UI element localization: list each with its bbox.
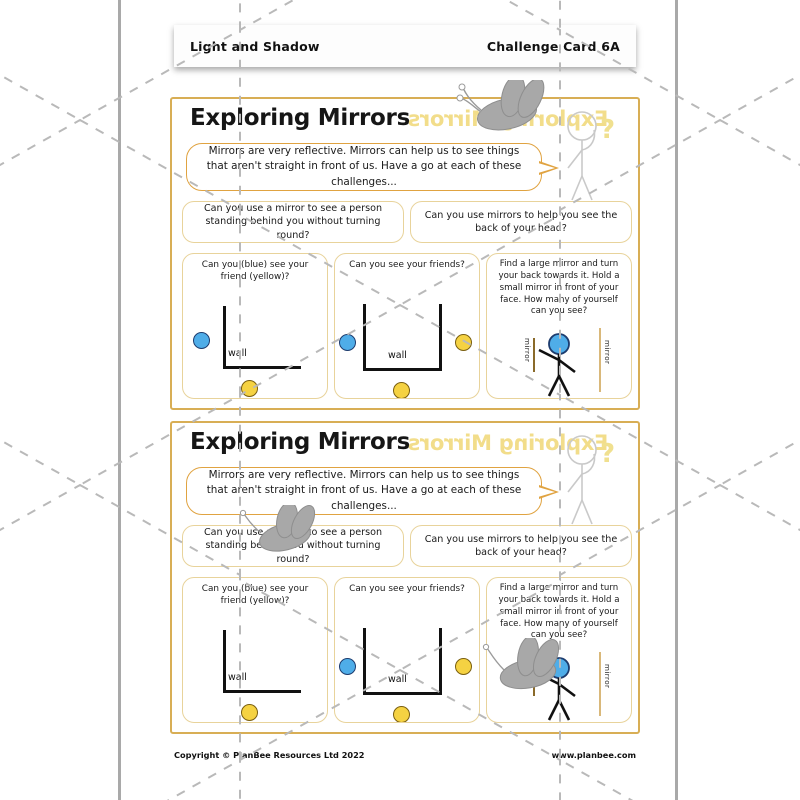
question-box-row: Can you use a mirror to see a person sta… [172,201,638,249]
wall-label: wall [388,350,407,361]
friend-dot-yellow-right [455,658,472,675]
question-b-text: Can you use mirrors to help you see the … [424,533,618,558]
activity-panel-2: Can you see your friends? wall [334,253,480,399]
wall-segment-right [439,628,442,694]
wall-label: wall [228,348,247,359]
wall-segment-left [363,304,366,370]
question-box-b: Can you use mirrors to help you see the … [410,525,632,567]
speech-bubble-tail-inner [538,163,555,173]
wall-label: wall [388,674,407,685]
friend-dot-yellow-bottom [393,382,410,398]
page-header-bar: Light and Shadow Challenge Card 6A [174,25,636,67]
challenge-card-2: Exploring Mirrors Exploring Mirrors Mirr… [170,421,640,734]
card-title: Exploring Mirrors [190,105,410,131]
wall-segment-bottom [363,692,442,695]
activity-panel-row: Can you (blue) see your friend (yellow)?… [172,577,638,727]
page-footer: Copyright © PlanBee Resources Ltd 2022 w… [174,750,636,760]
wall-segment-horizontal [223,366,301,369]
activity-panel-2: Can you see your friends? wall [334,577,480,723]
wall-label: wall [228,672,247,683]
friend-dot-yellow [241,380,258,397]
question-box-a: Can you use a mirror to see a person sta… [182,525,404,567]
panel-1-question: Can you (blue) see your friend (yellow)? [201,584,309,607]
question-b-text: Can you use mirrors to help you see the … [424,209,618,234]
activity-panel-1: Can you (blue) see your friend (yellow)?… [182,577,328,723]
wall-segment-right [439,304,442,370]
panel-2-diagram: wall [335,298,479,398]
speech-bubble-tail-inner [538,487,555,497]
intro-text: Mirrors are very reflective. Mirrors can… [206,145,522,188]
panel-3-diagram: mirror mirror [487,648,631,722]
footer-website: www.planbee.com [551,750,636,760]
observer-dot-blue [193,332,210,349]
panel-2-question: Can you see your friends? [349,584,465,594]
intro-speech-bubble: Mirrors are very reflective. Mirrors can… [186,467,542,515]
panel-1-diagram: wall [183,298,327,398]
panel-3-question: Find a large mirror and turn your back t… [498,259,620,317]
header-card-label: Challenge Card 6A [486,38,620,54]
question-box-b: Can you use mirrors to help you see the … [410,201,632,243]
footer-copyright: Copyright © PlanBee Resources Ltd 2022 [174,750,365,760]
activity-panel-3: Find a large mirror and turn your back t… [486,577,632,723]
header-topic: Light and Shadow [190,38,320,54]
intro-speech-bubble-row: Mirrors are very reflective. Mirrors can… [172,467,638,523]
intro-speech-bubble-row: Mirrors are very reflective. Mirrors can… [172,143,638,199]
intro-speech-bubble: Mirrors are very reflective. Mirrors can… [186,143,542,191]
panel-3-question: Find a large mirror and turn your back t… [498,583,620,641]
card-title-area: Exploring Mirrors Exploring Mirrors [172,427,638,467]
challenge-card-1: Exploring Mirrors Exploring Mirrors Mirr… [170,97,640,410]
stick-figure [538,657,576,721]
observer-dot-blue [339,658,356,675]
question-box-a: Can you use a mirror to see a person sta… [182,201,404,243]
card-title-area: Exploring Mirrors Exploring Mirrors [172,103,638,143]
friend-dot-yellow-right [455,334,472,351]
wall-segment-horizontal [223,690,301,693]
question-box-row: Can you use a mirror to see a person sta… [172,525,638,573]
wall-segment-bottom [363,368,442,371]
card-title-mirror-reflection: Exploring Mirrors [408,431,609,455]
observer-dot-blue [339,334,356,351]
friend-dot-yellow [241,704,258,721]
panel-3-diagram: mirror mirror [487,324,631,398]
panel-2-diagram: wall [335,622,479,722]
panel-1-diagram: wall [183,622,327,722]
stick-figure [538,333,576,397]
activity-panel-1: Can you (blue) see your friend (yellow)?… [182,253,328,399]
panel-1-question: Can you (blue) see your friend (yellow)? [201,260,309,283]
question-a-text: Can you use a mirror to see a person sta… [203,526,383,565]
wall-segment-left [363,628,366,694]
friend-dot-yellow-bottom [393,706,410,722]
card-title: Exploring Mirrors [190,429,410,455]
question-a-text: Can you use a mirror to see a person sta… [203,202,383,241]
card-title-mirror-reflection: Exploring Mirrors [408,107,609,131]
intro-text: Mirrors are very reflective. Mirrors can… [206,469,522,512]
wall-segment-vertical [223,630,226,692]
activity-panel-row: Can you (blue) see your friend (yellow)?… [172,253,638,403]
activity-panel-3: Find a large mirror and turn your back t… [486,253,632,399]
wall-segment-vertical [223,306,226,368]
panel-2-question: Can you see your friends? [349,260,465,270]
